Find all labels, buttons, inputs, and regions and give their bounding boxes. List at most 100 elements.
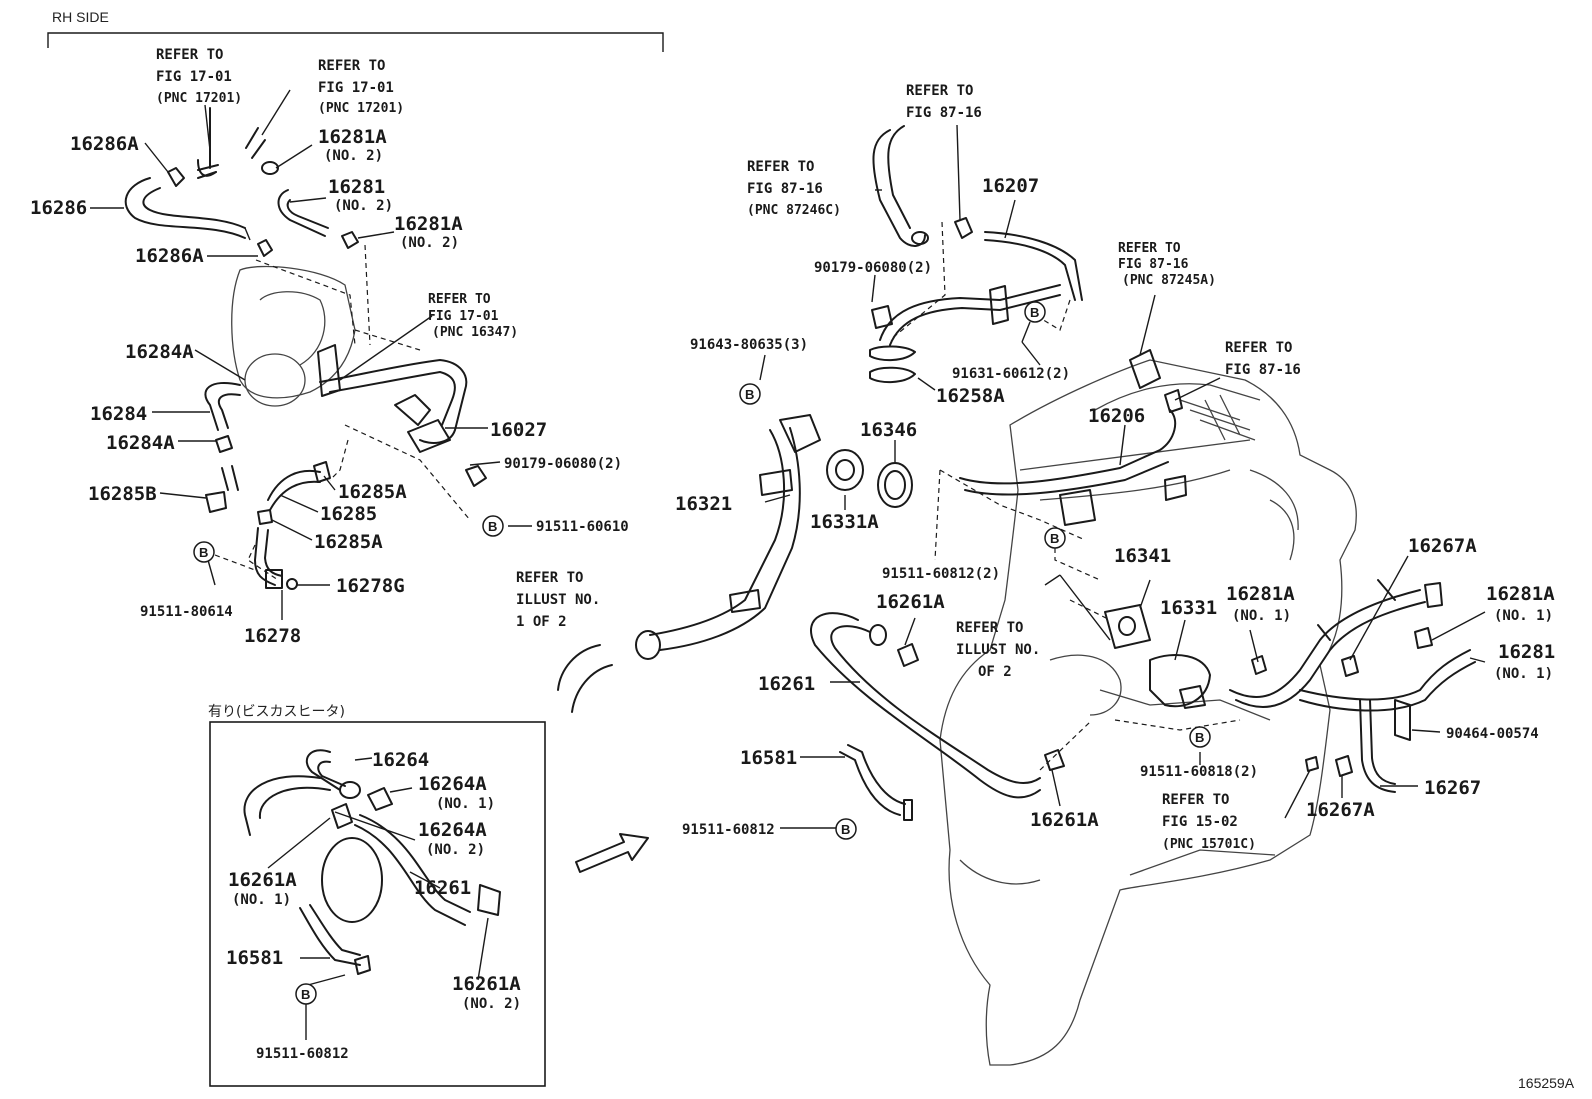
label-16281A-mid: 16281A [394, 213, 463, 235]
ref-fig-87-16-b-line1: REFER TO [747, 159, 814, 175]
label-16581: 16581 [740, 747, 797, 769]
ref-fig-17-01-b-line2: FIG 17-01 [318, 80, 394, 96]
ref-illust-2-line2: ILLUST NO. [956, 642, 1040, 658]
bolt-b-91631 [1024, 301, 1046, 323]
label-16281A-right: 16281A [1226, 583, 1295, 605]
engine-block [939, 359, 1357, 1066]
label-16281A-far-no: (NO. 1) [1494, 608, 1553, 624]
label-16278G: 16278G [336, 575, 405, 597]
label-16286A-bottom: 16286A [135, 245, 204, 267]
label-16281-right: 16281 [1498, 641, 1555, 663]
right-parts [635, 125, 1476, 821]
ref-illust-2-line3: OF 2 [978, 664, 1012, 680]
right-dashed-lines [889, 221, 1241, 771]
label-16207: 16207 [982, 175, 1039, 197]
label-16281-right-no: (NO. 1) [1494, 666, 1553, 682]
label-16285A-a: 16285A [338, 481, 407, 503]
ref-fig-15-02-line3: (PNC 15701C) [1162, 837, 1256, 852]
right-labels: REFER TO FIG 87-16 REFER TO FIG 87-16 (P… [675, 83, 1555, 852]
label-16331: 16331 [1160, 597, 1217, 619]
bolt-b-letter: B [1030, 305, 1039, 320]
label-16284A-top: 16284A [125, 341, 194, 363]
label-16284: 16284 [90, 403, 147, 425]
hose-center-left [557, 644, 613, 713]
ref-fig-87-16-c-line2: FIG 87-16 [1118, 257, 1189, 272]
label-16206: 16206 [1088, 405, 1145, 427]
rh-side-title: RH SIDE [52, 9, 109, 25]
inset-label-16264: 16264 [372, 749, 429, 771]
label-16267A-bottom: 16267A [1306, 799, 1375, 821]
figure-id: 165259A [1518, 1075, 1575, 1091]
label-16346: 16346 [860, 419, 917, 441]
ref-fig-87-16-d-line1: REFER TO [1225, 340, 1292, 356]
ref-fig-87-16-b-line3: (PNC 87246C) [747, 203, 841, 218]
bolt-b-letter: B [1050, 531, 1059, 546]
bolt-b-letter: B [745, 387, 754, 402]
inset-title: 有り(ビスカスヒータ) [208, 704, 345, 720]
inset-label-16264A-1-no: (NO. 1) [436, 796, 495, 812]
bolt-b-letter: B [301, 987, 310, 1002]
ref-fig-17-01-a-line1: REFER TO [156, 47, 223, 63]
label-16321: 16321 [675, 493, 732, 515]
ref-fig-87-16-c-line3: (PNC 87245A) [1122, 273, 1216, 288]
ref-fig-17-01-b-line1: REFER TO [318, 58, 385, 74]
ref-fig-87-16-a-line2: FIG 87-16 [906, 105, 982, 121]
inset-label-16264A-2: 16264A [418, 819, 487, 841]
label-91511-80614: 91511-80614 [140, 604, 233, 620]
inset-label-16261A-1: 16261A [228, 869, 297, 891]
inset-label-16261: 16261 [414, 877, 471, 899]
left-group-parts [124, 107, 487, 590]
label-16258A: 16258A [936, 385, 1005, 407]
label-16281-left: 16281 [328, 176, 385, 198]
ref-fig-17-01-b-line3: (PNC 17201) [318, 101, 404, 116]
label-16285B: 16285B [88, 483, 157, 505]
bolt-b-91511-60812-right [835, 818, 857, 840]
left-leaders [90, 89, 532, 620]
ref-fig-15-02-line1: REFER TO [1162, 792, 1229, 808]
ref-fig-17-01-c-line3: (PNC 16347) [432, 325, 518, 340]
ref-illust-1-line1: REFER TO [516, 570, 583, 586]
right-leaders [759, 124, 1486, 829]
ref-fig-87-16-c-line1: REFER TO [1118, 241, 1181, 256]
left-dashed-lines [214, 244, 471, 581]
label-16261A-a: 16261A [876, 591, 945, 613]
label-16281A-far: 16281A [1486, 583, 1555, 605]
label-16285: 16285 [320, 503, 377, 525]
label-16281A-mid-no: (NO. 2) [400, 235, 459, 251]
inset-label-91511-60812: 91511-60812 [256, 1046, 349, 1062]
label-90464-00574: 90464-00574 [1446, 726, 1539, 742]
label-16278: 16278 [244, 625, 301, 647]
ref-fig-17-01-a-line3: (PNC 17201) [156, 91, 242, 106]
label-16285A-b: 16285A [314, 531, 383, 553]
ref-fig-87-16-b-line2: FIG 87-16 [747, 181, 823, 197]
direction-arrow [575, 833, 649, 873]
ref-illust-1-line2: ILLUST NO. [516, 592, 600, 608]
label-91511-60812-right: 91511-60812 [682, 822, 775, 838]
bolt-b-91511-80614 [193, 541, 215, 563]
label-16261A-b: 16261A [1030, 809, 1099, 831]
label-16284A-bottom: 16284A [106, 432, 175, 454]
inset-label-16264A-2-no: (NO. 2) [426, 842, 485, 858]
label-90179-06080-left: 90179-06080(2) [504, 456, 622, 472]
bolt-b-letter: B [199, 545, 208, 560]
inset-label-16264A-1: 16264A [418, 773, 487, 795]
label-16267: 16267 [1424, 777, 1481, 799]
rh-side-bracket: RH SIDE [47, 9, 664, 52]
inset-label-16261A-2: 16261A [452, 973, 521, 995]
label-16281A-top: 16281A [318, 126, 387, 148]
label-91643-80635: 91643-80635(3) [690, 337, 808, 353]
ref-illust-1-line3: 1 OF 2 [516, 614, 567, 630]
label-91511-60812-2: 91511-60812(2) [882, 566, 1000, 582]
label-16267A-top: 16267A [1408, 535, 1477, 557]
label-16281A-top-no: (NO. 2) [324, 148, 383, 164]
inset-viscous-heater: 有り(ビスカスヒータ) 16264 16264A (NO. 1) 16264A … [208, 704, 546, 1087]
bolt-b-letter: B [841, 822, 850, 837]
label-16286: 16286 [30, 197, 87, 219]
label-16261: 16261 [758, 673, 815, 695]
ref-fig-15-02-line2: FIG 15-02 [1162, 814, 1238, 830]
label-91631-60612: 91631-60612(2) [952, 366, 1070, 382]
label-91511-60818: 91511-60818(2) [1140, 764, 1258, 780]
label-16281-left-no: (NO. 2) [334, 198, 393, 214]
ref-fig-17-01-a-line2: FIG 17-01 [156, 69, 232, 85]
